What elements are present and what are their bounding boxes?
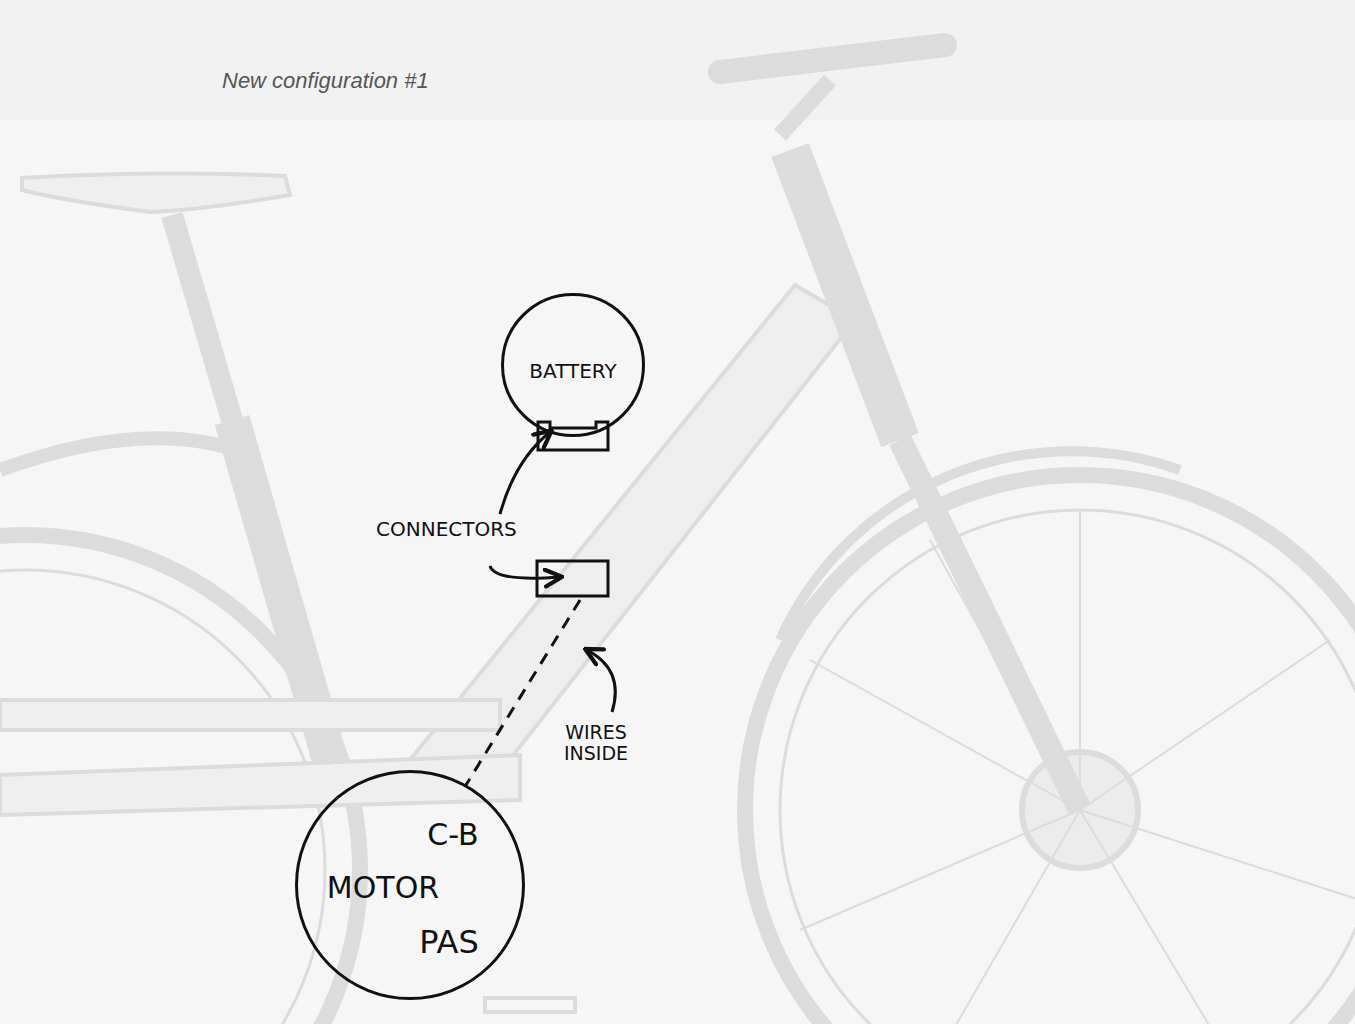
title: New configuration #1: [222, 68, 429, 94]
top-band: [0, 0, 1355, 120]
node-text: MOTOR: [327, 870, 439, 905]
circle-node: C-B MOTOR PAS: [295, 770, 525, 1000]
callout-label: CONNECTORS: [376, 518, 517, 540]
node-text: PAS: [419, 923, 478, 961]
leader-line: [500, 432, 550, 514]
leader-line: [587, 650, 615, 712]
circle-shape: [297, 772, 524, 999]
leader-line: [490, 566, 560, 578]
node-text: C-B: [427, 817, 478, 852]
circle-node: BATTERY: [501, 293, 645, 437]
node-text: BATTERY: [529, 359, 616, 383]
internal-wires: [466, 600, 580, 785]
circle-shape: [503, 295, 644, 436]
bike-sketch: [0, 45, 1355, 1024]
callout-label: WIRES INSIDE: [540, 722, 652, 764]
